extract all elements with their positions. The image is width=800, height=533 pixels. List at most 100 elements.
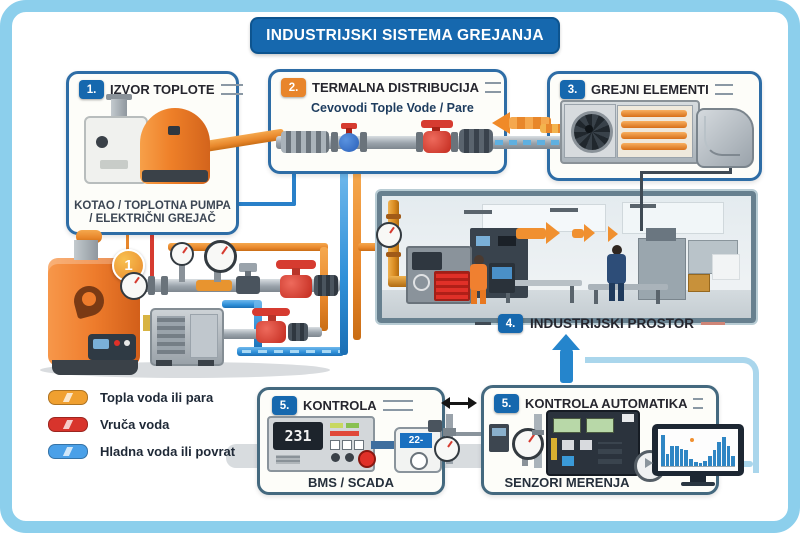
pipe-coupling [314, 275, 338, 296]
gauge-needle [447, 440, 453, 448]
worker-blue-head [612, 245, 622, 255]
fan-icon [571, 111, 613, 153]
chart-bar [717, 441, 721, 466]
duct-elbow-seam [704, 116, 740, 156]
swatch-slash [62, 420, 74, 429]
chart-bar [698, 463, 703, 466]
ceiling-light [464, 210, 492, 214]
blue-valve-handle [341, 123, 357, 129]
menu-lines-icon [714, 84, 733, 95]
cabinet-screen [476, 236, 490, 246]
worker-orange-leg [471, 290, 477, 304]
gauge-icon [376, 222, 402, 248]
console-screen [492, 267, 512, 279]
heat-pump-vent [100, 160, 128, 169]
chart-bar [731, 456, 735, 466]
chart-bar [679, 449, 684, 466]
heating-coil [621, 132, 687, 139]
worker-blue-leg [618, 283, 624, 301]
worker-orange-body [470, 264, 487, 291]
worker-blue-body [607, 254, 626, 284]
equals-lines-icon [485, 82, 502, 93]
return-pipe-blue-dashes [495, 140, 573, 145]
airflow-arrow-icon [608, 226, 618, 242]
swatch-slash [62, 393, 74, 402]
panel-key [354, 440, 364, 450]
airflow-arrow-shaft [572, 229, 584, 238]
emergency-button [358, 450, 376, 468]
pump-vent [157, 316, 185, 354]
red-drop-line [150, 229, 154, 281]
two-way-arrow-icon [441, 397, 477, 409]
flange [148, 276, 155, 295]
blue-elbow-h [222, 300, 260, 308]
chart-bar [707, 456, 712, 466]
duct-drop-line-2 [640, 171, 732, 174]
legend-label: Hladna voda ili povrat [100, 444, 236, 459]
legend-swatch-blue [48, 444, 88, 459]
feedback-arrow-shaft [560, 349, 573, 383]
flange [386, 252, 401, 257]
pipe-coupling-left [281, 131, 329, 153]
worker-orange-head [474, 255, 484, 265]
bms-display: 231 [273, 422, 323, 450]
boiler-tank-base [142, 170, 208, 182]
label-dash [701, 322, 726, 325]
box5a-caption: BMS / SCADA [308, 475, 394, 490]
plc-button [580, 440, 592, 450]
sensor-wire [453, 432, 481, 436]
duct-drop-line-3 [640, 171, 643, 231]
red-valve-handle [276, 260, 316, 269]
chimney-cap [106, 94, 132, 100]
thermostat-display: 22- [400, 433, 432, 448]
chart-bar [689, 459, 693, 466]
table-leg [570, 286, 574, 303]
led-bar [346, 423, 359, 428]
plc-slots [598, 442, 622, 464]
play-icon [645, 458, 653, 468]
box5b-title: KONTROLA AUTOMATIKA [525, 396, 688, 411]
lower-steel-pipe [218, 329, 258, 339]
box-izvor-toplote: 1. IZVOR TOPLOTE KOTAO / TOPLOTNA PUMPA … [66, 71, 243, 235]
badge-2: 2. [281, 78, 306, 97]
pump-foot [156, 360, 172, 366]
worker-orange-leg [480, 290, 486, 304]
machinery-top-unit [646, 228, 676, 241]
badge-5a: 5. [272, 396, 297, 415]
red-valve-body [280, 275, 312, 298]
lower-steel-pipe [306, 327, 322, 337]
gauge-icon [120, 272, 148, 300]
chart-bar [726, 446, 731, 466]
flame-icon-inner [82, 292, 96, 306]
red-vent-panel [434, 271, 470, 301]
menu-lines-icon [382, 400, 413, 411]
box1-caption: KOTAO / TOPLOTNA PUMPA / ELEKTRIČNI GREJ… [74, 199, 231, 226]
flange [386, 214, 401, 219]
box2-title: TERMALNA DISTRIBUCIJA [312, 80, 480, 95]
cabinet-screen [498, 236, 516, 246]
swatch-slash [62, 447, 74, 456]
heat-pump-dial [96, 136, 108, 148]
legend-label: Vruča voda [100, 417, 170, 432]
chart-bar [721, 437, 726, 466]
gauge-needle [528, 434, 535, 443]
fan-hub [585, 125, 593, 133]
red-valve-handle [252, 308, 290, 316]
flange [532, 430, 544, 435]
connector-blue-box1-box2-h [232, 202, 296, 206]
led-bar [330, 423, 343, 428]
red-valve-handle [421, 120, 453, 128]
chart-bar [665, 454, 670, 466]
badge-5b: 5. [494, 394, 519, 413]
gauge-icon [434, 436, 460, 462]
equals-lines-icon [693, 398, 704, 409]
gauge-icon [204, 240, 237, 273]
box5b-caption: SENZORI MERENJA [504, 475, 630, 490]
monitor-chart [661, 432, 735, 466]
red-valve-stem [268, 315, 276, 324]
pipe-coupling-right [459, 129, 493, 153]
boiler-chimney-elbow [76, 230, 102, 243]
arrow-shaft [450, 401, 468, 405]
label-dash [474, 322, 491, 325]
